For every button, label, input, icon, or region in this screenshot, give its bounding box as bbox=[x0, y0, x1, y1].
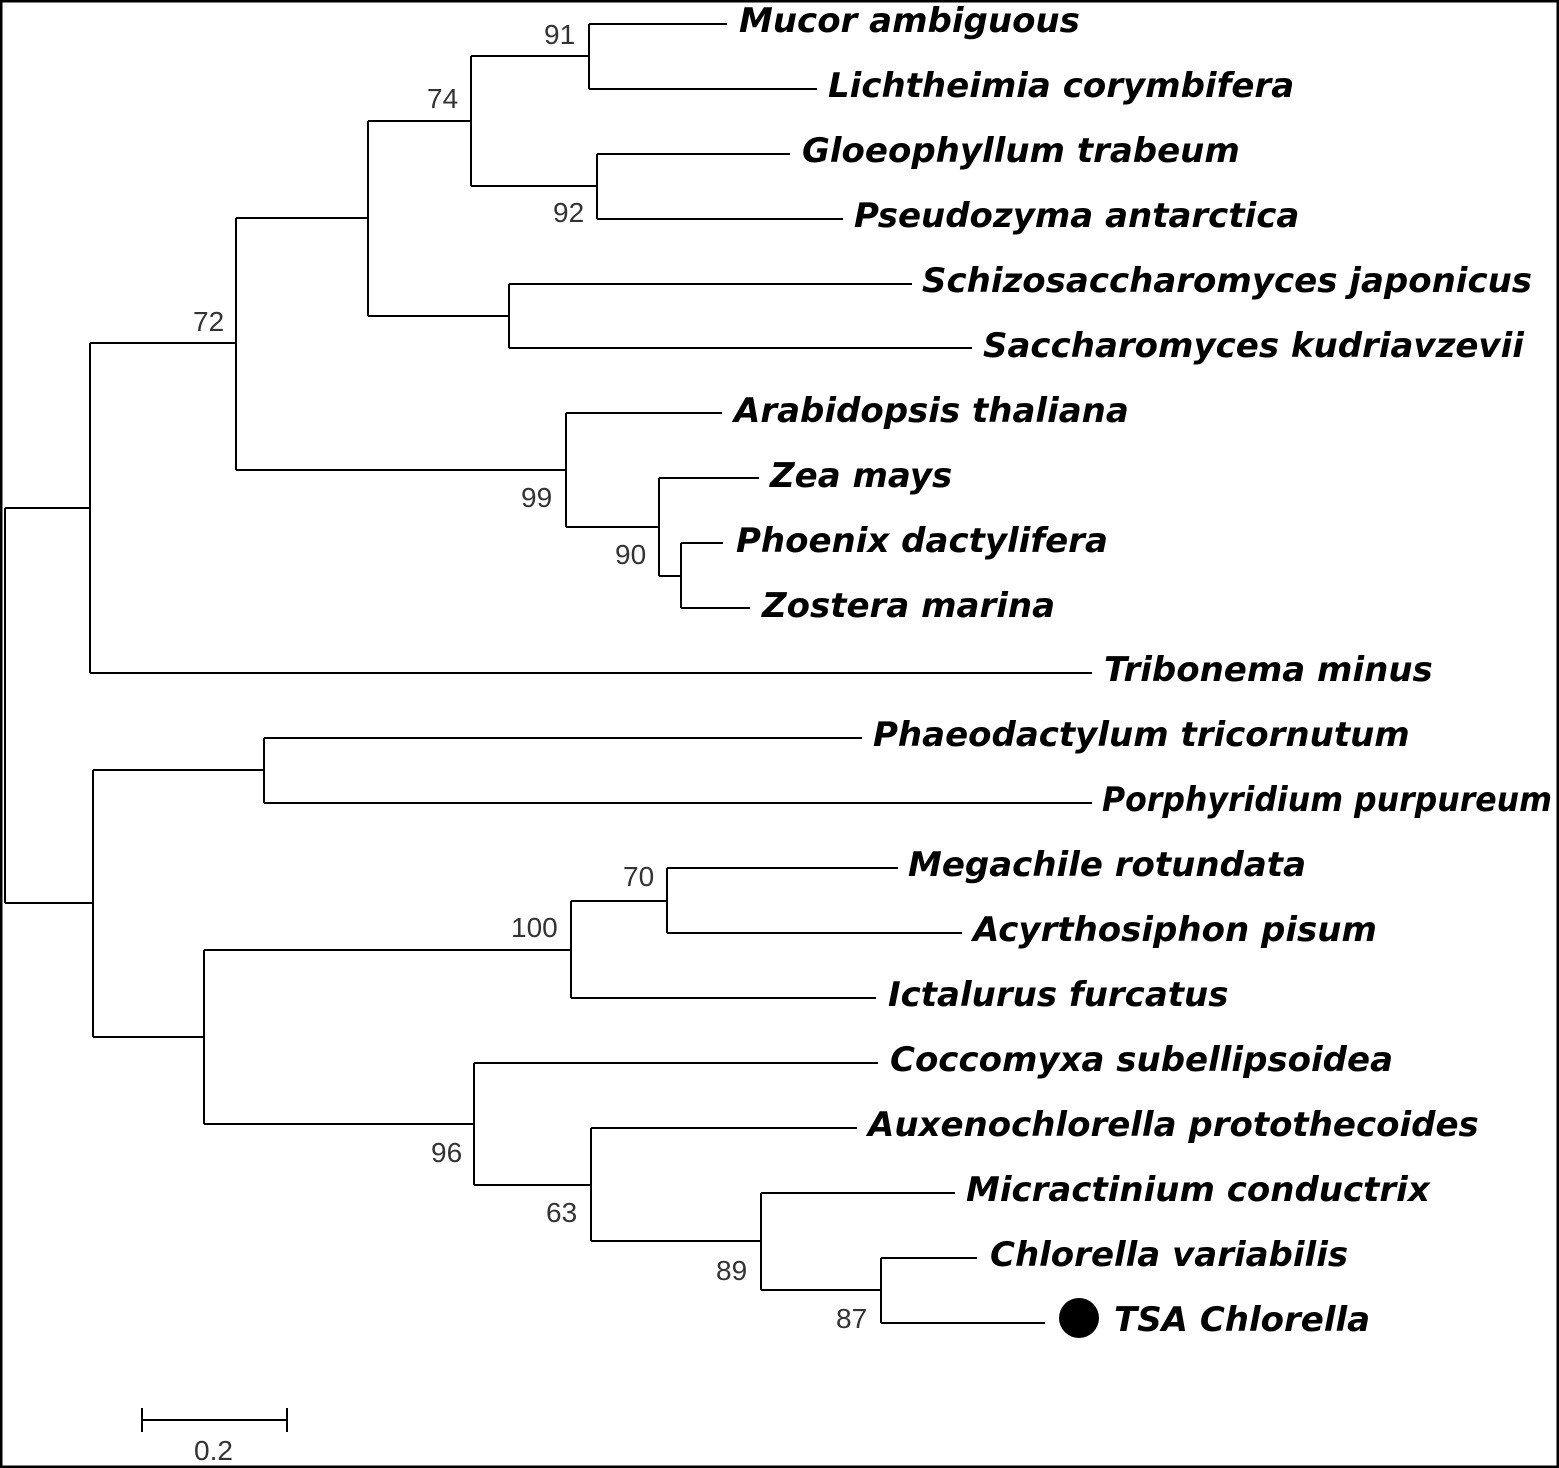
support-value: 70 bbox=[623, 861, 654, 892]
taxon-label-lichtheimia: Lichtheimia corymbifera bbox=[828, 66, 1294, 106]
taxon-label-tribonema: Tribonema minus bbox=[1104, 650, 1433, 690]
support-value: 87 bbox=[836, 1303, 867, 1334]
taxon-label-auxenochlorella: Auxenochlorella protothecoides bbox=[865, 1105, 1479, 1145]
taxon-label-zostera: Zostera marina bbox=[761, 586, 1055, 626]
taxon-label-ictalurus: Ictalurus furcatus bbox=[888, 975, 1228, 1015]
taxon-label-chlorella-variabilis: Chlorella variabilis bbox=[990, 1235, 1348, 1275]
taxon-label-acyrthosiphon: Acyrthosiphon pisum bbox=[970, 910, 1377, 950]
taxon-label-saccharomyces: Saccharomyces kudriavzevii bbox=[983, 326, 1525, 366]
support-value: 90 bbox=[615, 539, 646, 570]
taxon-label-arabidopsis: Arabidopsis thaliana bbox=[731, 391, 1129, 431]
taxon-label-mucor: Mucor ambiguous bbox=[739, 1, 1080, 41]
taxon-labels: Mucor ambiguous Lichtheimia corymbifera … bbox=[731, 1, 1552, 1340]
tsa-chlorella-marker bbox=[1059, 1298, 1099, 1338]
support-value: 72 bbox=[193, 306, 224, 337]
tree-branches bbox=[4, 23, 1092, 1324]
taxon-label-zea: Zea mays bbox=[769, 456, 952, 496]
taxon-label-schizosaccharomyces: Schizosaccharomyces japonicus bbox=[922, 261, 1532, 301]
support-values: 91 74 92 72 99 90 70 100 96 63 89 87 bbox=[193, 19, 867, 1334]
taxon-label-coccomyxa: Coccomyxa subellipsoidea bbox=[890, 1040, 1393, 1080]
support-value: 91 bbox=[544, 19, 575, 50]
scale-bar-label: 0.2 bbox=[194, 1435, 233, 1466]
support-value: 89 bbox=[716, 1255, 747, 1286]
support-value: 74 bbox=[427, 83, 458, 114]
support-value: 100 bbox=[511, 912, 558, 943]
taxon-label-phaeodactylum: Phaeodactylum tricornutum bbox=[873, 715, 1410, 755]
taxon-label-micractinium: Micractinium conductrix bbox=[966, 1170, 1431, 1210]
support-value: 96 bbox=[431, 1137, 462, 1168]
taxon-label-tsa-chlorella: TSA Chlorella bbox=[1114, 1300, 1370, 1340]
taxon-label-megachile: Megachile rotundata bbox=[908, 845, 1306, 885]
taxon-label-pseudozyma: Pseudozyma antarctica bbox=[854, 196, 1299, 236]
support-value: 63 bbox=[546, 1197, 577, 1228]
support-value: 99 bbox=[521, 482, 552, 513]
taxon-label-gloeophyllum: Gloeophyllum trabeum bbox=[802, 131, 1240, 171]
taxon-label-porphyridium: Porphyridium purpureum bbox=[1102, 780, 1552, 820]
support-value: 92 bbox=[553, 197, 584, 228]
scale-bar: 0.2 bbox=[141, 1408, 288, 1466]
taxon-label-phoenix: Phoenix dactylifera bbox=[736, 521, 1108, 561]
